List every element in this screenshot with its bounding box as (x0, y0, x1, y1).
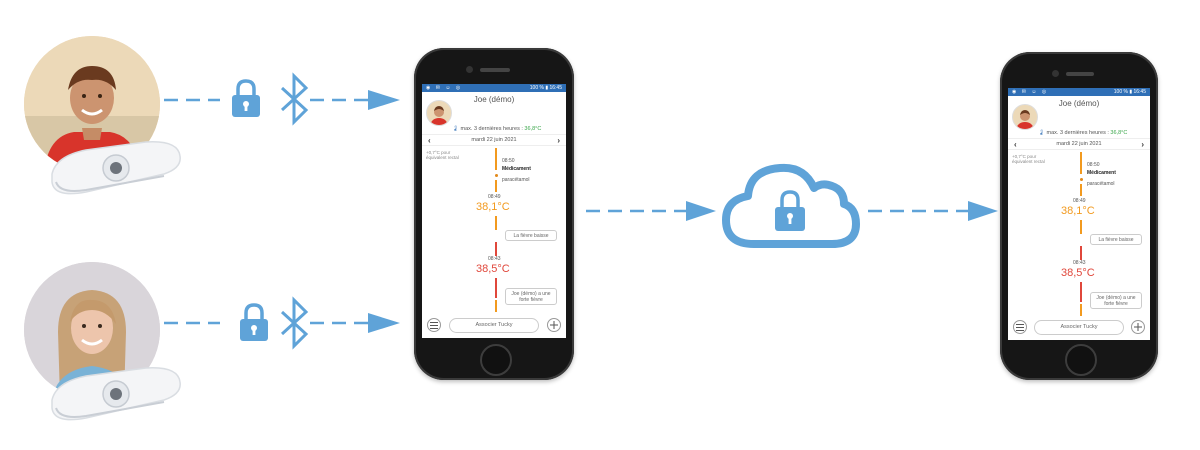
profile-avatar[interactable] (426, 100, 452, 126)
bottom-bar: Associer Tucky (1008, 318, 1150, 336)
associate-button[interactable]: Associer Tucky (449, 317, 539, 333)
profile-name: Joe (démo) (1058, 99, 1100, 108)
bottom-bar: Associer Tucky (422, 316, 566, 334)
menu-button[interactable] (1013, 320, 1027, 334)
menu-button[interactable] (427, 318, 441, 332)
timeline-segment (1080, 184, 1082, 196)
chevron-left-icon[interactable]: ‹ (1014, 139, 1017, 149)
profile-name: Joe (démo) (473, 95, 515, 104)
lock-icon (238, 302, 270, 347)
earpiece (1066, 72, 1094, 76)
reading-temperature: 38,5°C (1061, 267, 1095, 279)
max-temperature: 🌡 max. 3 dernières heures : 36,8°C (1038, 130, 1128, 136)
timeline-segment (1080, 282, 1082, 302)
timeline-segment (495, 148, 497, 170)
bluetooth-icon (278, 72, 312, 131)
status-bar: ◉ ✉ ☺ ◎ 100 % ▮ 16:45 (422, 84, 566, 92)
arrow-right-icon (968, 201, 998, 221)
arrow-right-icon (368, 313, 400, 333)
status-icons: ◉ ✉ ☺ ◎ (1012, 89, 1049, 95)
rectal-note: +0,7°C pour équivalent rectal (1012, 154, 1045, 165)
status-right: 100 % ▮ 16:45 (529, 85, 562, 91)
app-screen: ◉ ✉ ☺ ◎ 100 % ▮ 16:45 Joe (démo) 🌡 max. … (422, 84, 566, 338)
reading-temperature: 38,5°C (476, 263, 510, 275)
timeline-segment (495, 180, 497, 192)
thermometer-icon: 🌡 (1038, 130, 1045, 136)
date-navigator: ‹ mardi 22 juin 2021 › (422, 134, 566, 146)
event-time: 08:50 (1087, 162, 1100, 168)
reading-temperature: 38,1°C (476, 201, 510, 213)
cloud-icon (718, 158, 862, 252)
event-type: Médicament (502, 166, 531, 172)
associate-button[interactable]: Associer Tucky (1034, 319, 1124, 335)
date-label: mardi 22 juin 2021 (471, 137, 517, 143)
status-message: La fièvre baisse (505, 230, 557, 241)
status-message: Joe (démo) a une forte fièvre (1090, 292, 1142, 309)
event-type: Médicament (1087, 170, 1116, 176)
chevron-right-icon[interactable]: › (557, 135, 560, 145)
timeline-segment (1080, 152, 1082, 174)
app-screen: ◉ ✉ ☺ ◎ 100 % ▮ 16:45 Joe (démo) 🌡 max. … (1008, 88, 1150, 340)
woman-sensor-device (46, 360, 186, 430)
front-camera (466, 66, 473, 73)
lock-icon (775, 190, 805, 231)
front-camera (1052, 70, 1059, 77)
timeline-segment (495, 300, 497, 312)
reading-time: 08:43 (488, 256, 501, 262)
status-message: Joe (démo) a une forte fièvre (505, 288, 557, 305)
event-description: paracétamol (502, 177, 530, 183)
menu-icon (430, 321, 438, 329)
timeline-segment (495, 216, 497, 230)
reading-time: 08:49 (1073, 198, 1086, 204)
status-message: La fièvre baisse (1090, 234, 1142, 245)
cloud-link-left (586, 201, 716, 221)
home-button[interactable] (1065, 344, 1097, 376)
timeline-segment (495, 278, 497, 298)
event-time: 08:50 (502, 158, 515, 164)
lock-icon (230, 78, 262, 123)
earpiece (480, 68, 510, 72)
woman-avatar (24, 262, 160, 398)
status-icons: ◉ ✉ ☺ ◎ (426, 85, 463, 91)
profile-avatar[interactable] (1012, 104, 1038, 130)
add-button[interactable] (547, 318, 561, 332)
status-bar: ◉ ✉ ☺ ◎ 100 % ▮ 16:45 (1008, 88, 1150, 96)
bluetooth-icon (278, 296, 312, 355)
event-dot (494, 174, 498, 177)
reading-time: 08:43 (1073, 260, 1086, 266)
bluetooth-link-top (164, 90, 400, 110)
max-temperature: 🌡 max. 3 dernières heures : 36,8°C (452, 126, 542, 132)
status-right: 100 % ▮ 16:45 (1113, 89, 1146, 95)
add-button[interactable] (1131, 320, 1145, 334)
date-navigator: ‹ mardi 22 juin 2021 › (1008, 138, 1150, 150)
reading-temperature: 38,1°C (1061, 205, 1095, 217)
smartphone-left: ◉ ✉ ☺ ◎ 100 % ▮ 16:45 Joe (démo) 🌡 max. … (414, 48, 574, 380)
home-button[interactable] (480, 344, 512, 376)
plus-icon (1134, 323, 1142, 331)
bluetooth-link-bottom (164, 313, 400, 333)
timeline-segment (1080, 220, 1082, 234)
timeline-segment (1080, 246, 1082, 260)
arrow-right-icon (686, 201, 716, 221)
cloud-link-right (868, 201, 998, 221)
reading-time: 08:49 (488, 194, 501, 200)
menu-icon (1016, 323, 1024, 331)
chevron-right-icon[interactable]: › (1141, 139, 1144, 149)
chevron-left-icon[interactable]: ‹ (428, 135, 431, 145)
arrow-right-icon (368, 90, 400, 110)
timeline-segment (495, 242, 497, 256)
smartphone-right: ◉ ✉ ☺ ◎ 100 % ▮ 16:45 Joe (démo) 🌡 max. … (1000, 52, 1158, 380)
date-label: mardi 22 juin 2021 (1056, 141, 1102, 147)
thermometer-icon: 🌡 (452, 126, 459, 132)
event-description: paracétamol (1087, 181, 1115, 187)
timeline-segment (1080, 304, 1082, 316)
plus-icon (550, 321, 558, 329)
event-dot (1079, 178, 1083, 181)
rectal-note: +0,7°C pour équivalent rectal (426, 150, 459, 161)
child-sensor-device (46, 134, 186, 204)
